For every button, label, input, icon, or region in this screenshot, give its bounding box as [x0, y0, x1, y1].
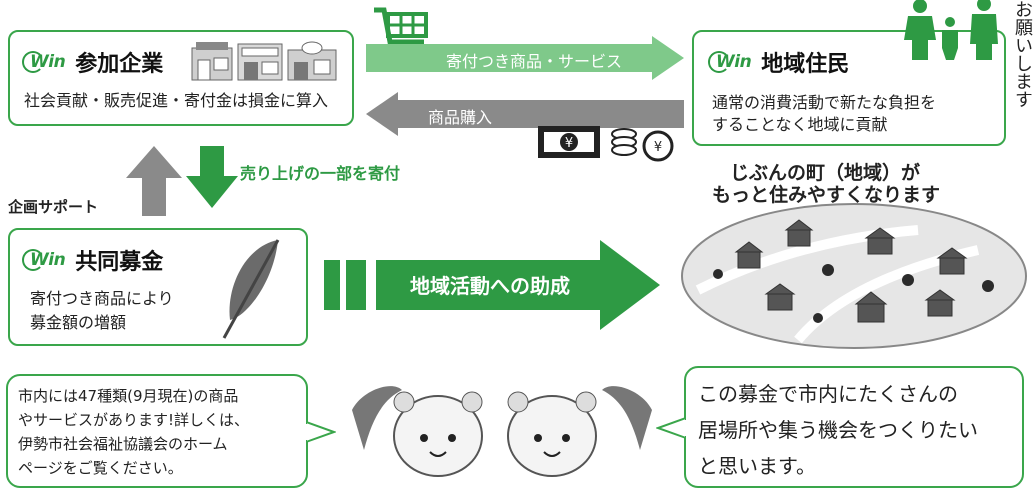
- win-badge: Win: [22, 51, 66, 73]
- bubble-left-line3: 伊勢市社会福祉協議会のホーム: [18, 435, 228, 453]
- bubble-left-line2: やサービスがあります!詳しくは、: [18, 411, 250, 429]
- win-badge: Win: [22, 249, 66, 271]
- fund-desc-line2: 募金額の増額: [30, 313, 127, 332]
- red-feather-icon: [222, 239, 280, 339]
- residents-desc-line1: 通常の消費活動で新たな負担を: [712, 93, 937, 112]
- goods-services-label: 寄付つき商品・サービス: [446, 52, 623, 71]
- residents-desc-line2: することなく地域に貢献: [712, 115, 888, 134]
- purchase-arrow: [366, 92, 684, 136]
- bubble-right-line2: 居場所や集う機会をつくりたい: [698, 418, 978, 442]
- participating-companies-box: Win 参加企業 社会貢献・販売促進・寄付金は損金に算入: [8, 30, 354, 126]
- donate-part-label: 売り上げの一部を寄付: [240, 164, 401, 183]
- bubble-right-line1: この募金で市内にたくさんの: [698, 382, 958, 406]
- bubble-right-line3: と思います。: [698, 454, 816, 478]
- win-badge: Win: [708, 51, 752, 73]
- vertical-text: お願いします: [1012, 0, 1033, 108]
- purchase-label: 商品購入: [428, 108, 493, 127]
- residents-title: 地域住民: [761, 52, 850, 77]
- comment-bubble-right: この募金で市内にたくさんの 居場所や集う機会をつくりたい と思います。: [684, 366, 1024, 488]
- goods-arrow: [366, 36, 684, 80]
- bubble-left-tail: [306, 420, 336, 444]
- info-bubble-left: 市内には47種類(9月現在)の商品 やサービスがあります!詳しくは、 伊勢市社会…: [6, 374, 308, 488]
- town-heading-line2: もっと住みやすくなります: [712, 184, 941, 206]
- money-icon: ¥ ¥: [538, 126, 674, 162]
- family-icon: [904, 0, 998, 60]
- fund-desc-line1: 寄付つき商品により: [30, 289, 174, 308]
- grant-arrow: [324, 240, 660, 330]
- win-ring-icon: [708, 51, 730, 73]
- plan-support-label: 企画サポート: [8, 198, 99, 216]
- mascot-characters: [352, 386, 652, 477]
- bubble-left-line4: ページをご覧ください。: [18, 459, 183, 477]
- win-ring-icon: [22, 51, 44, 73]
- svg-text:¥: ¥: [565, 136, 573, 151]
- fund-title: 共同募金: [75, 250, 164, 275]
- town-heading-line1: じぶんの町（地域）が: [730, 162, 921, 184]
- plan-support-up-arrow: [126, 146, 182, 216]
- shops-icon: [191, 41, 337, 81]
- win-ring-icon: [22, 249, 44, 271]
- grant-label: 地域活動への助成: [410, 274, 570, 298]
- bubble-left-line1: 市内には47種類(9月現在)の商品: [18, 387, 239, 405]
- participating-desc: 社会貢献・販売促進・寄付金は損金に算入: [24, 91, 329, 110]
- community-chest-box: Win 共同募金 寄付つき商品により 募金額の増額: [8, 228, 308, 346]
- town-illustration: [681, 203, 1027, 349]
- participating-title: 参加企業: [75, 52, 164, 77]
- svg-text:¥: ¥: [654, 140, 662, 155]
- donate-down-arrow: [186, 146, 238, 208]
- bubble-right-tail: [656, 416, 686, 440]
